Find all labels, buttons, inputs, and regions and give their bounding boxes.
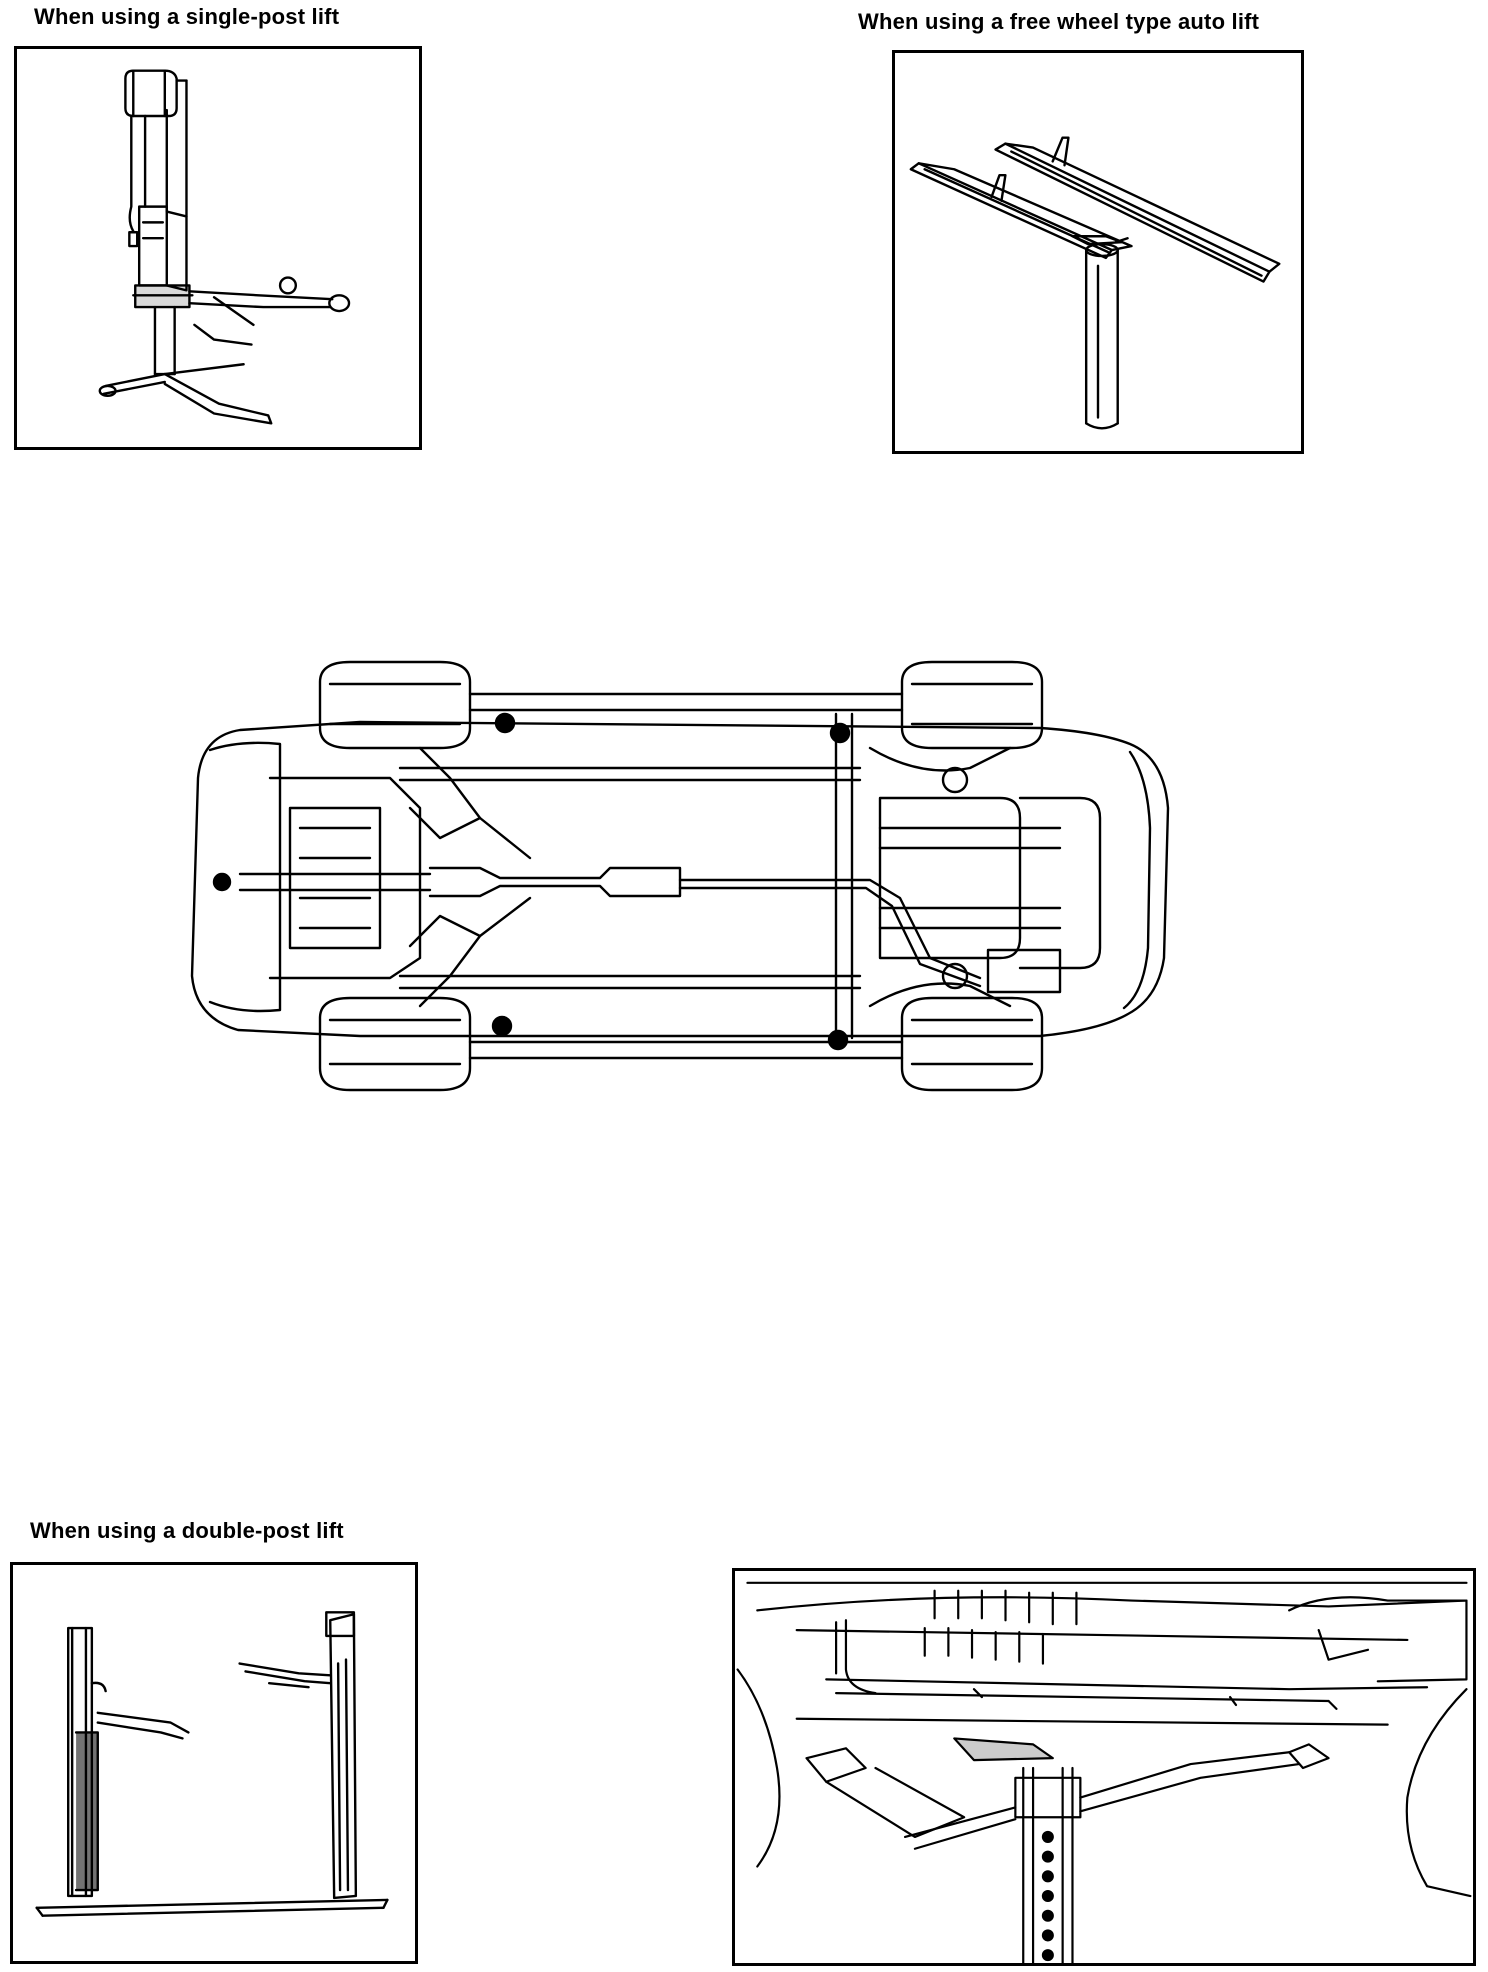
rear-wheel-bottom — [902, 998, 1042, 1090]
caption-free-wheel-lift: When using a free wheel type auto lift — [858, 9, 1260, 34]
double-post-lift-panel — [10, 1562, 418, 1964]
vehicle-underbody-illustration — [180, 658, 1220, 1096]
front-wheel-bottom — [320, 998, 470, 1090]
floor-ribs — [925, 1591, 1077, 1664]
double-post-lift-illustration — [13, 1565, 415, 1961]
lift-point-closeup-panel — [732, 1568, 1476, 1966]
lift-points — [214, 714, 849, 1049]
post-rungs — [1043, 1832, 1053, 1960]
caption-double-post-lift: When using a double-post lift — [30, 1518, 344, 1543]
caption-single-post-lift: When using a single-post lift — [34, 4, 340, 29]
rear-wheel-top — [902, 662, 1042, 748]
single-post-lift-panel — [14, 46, 422, 450]
free-wheel-lift-panel — [892, 50, 1304, 454]
vehicle-underbody-diagram — [180, 658, 1220, 1096]
free-wheel-lift-illustration — [895, 53, 1301, 451]
lift-point-closeup-illustration — [735, 1571, 1473, 1963]
front-wheel-top — [320, 662, 470, 748]
single-post-lift-illustration — [17, 49, 419, 447]
